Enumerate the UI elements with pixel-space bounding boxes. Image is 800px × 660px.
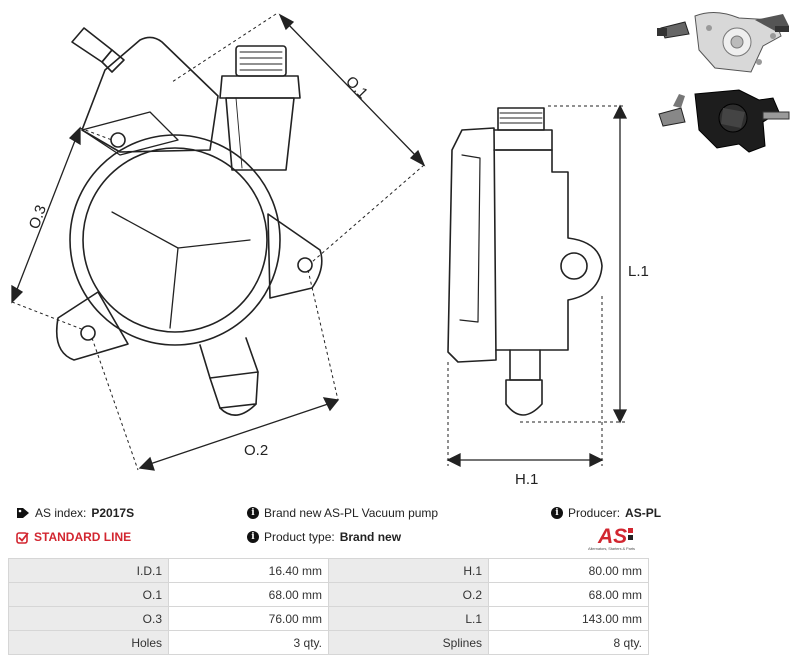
brand-logo: AS Alternators, Starters & Parts xyxy=(588,524,650,554)
product-line-info: STANDARD LINE xyxy=(16,530,131,544)
spec-label: L.1 xyxy=(328,606,489,631)
product-type-value: Brand new xyxy=(339,530,402,544)
product-photo-back xyxy=(658,89,790,153)
spec-value: 143.00 mm xyxy=(488,606,649,631)
dim-label-h1: H.1 xyxy=(515,471,538,488)
info-icon: i xyxy=(247,507,259,519)
spec-label: O.3 xyxy=(8,606,169,631)
index-info: AS index: P2017S xyxy=(16,506,134,520)
producer-value: AS-PL xyxy=(625,506,662,520)
spec-label: O.2 xyxy=(328,582,489,607)
dim-label-l1: L.1 xyxy=(628,263,649,280)
spec-value: 16.40 mm xyxy=(168,558,329,583)
info-icon: i xyxy=(247,531,259,543)
spec-label: I.D.1 xyxy=(8,558,169,583)
front-right-ear xyxy=(267,213,323,299)
dim-label-o1: O.1 xyxy=(342,73,371,102)
table-row: O.1 68.00 mm O.2 68.00 mm xyxy=(8,582,649,607)
front-body-outer xyxy=(69,134,281,346)
product-type-label: Product type: xyxy=(264,530,335,544)
front-body-inner xyxy=(82,147,268,333)
spec-label: O.1 xyxy=(8,582,169,607)
front-hole-left xyxy=(80,325,96,341)
check-icon xyxy=(16,531,29,544)
info-icon: i xyxy=(551,507,563,519)
front-outlet-fitting xyxy=(219,45,301,171)
index-label: AS index: xyxy=(35,506,87,520)
front-upper-arm xyxy=(81,36,219,153)
brand-logo-tagline: Alternators, Starters & Parts xyxy=(588,546,635,551)
side-view xyxy=(447,107,603,416)
product-type-info: i Product type: Brand new xyxy=(247,530,401,544)
front-lower-nozzle xyxy=(199,337,259,416)
spec-value: 80.00 mm xyxy=(488,558,649,583)
table-row: Holes 3 qty. Splines 8 qty. xyxy=(8,630,649,655)
spec-value: 3 qty. xyxy=(168,630,329,655)
technical-drawing: O.1 O.3 O.2 L.1 H.1 xyxy=(11,13,649,488)
producer-info: i Producer: AS-PL xyxy=(551,506,661,520)
dim-label-o3: O.3 xyxy=(26,203,50,232)
svg-text:AS: AS xyxy=(597,525,627,546)
spec-value: 68.00 mm xyxy=(488,582,649,607)
description-value: Brand new AS-PL Vacuum pump xyxy=(264,506,439,520)
front-view xyxy=(55,27,323,416)
spec-label: Splines xyxy=(328,630,489,655)
table-row: I.D.1 16.40 mm H.1 80.00 mm xyxy=(8,558,649,583)
side-body xyxy=(495,149,603,351)
front-hole-top xyxy=(110,132,126,148)
front-hole-right xyxy=(297,257,313,273)
product-photo-front xyxy=(657,12,789,73)
front-lower-left-ear xyxy=(55,291,129,361)
tag-icon xyxy=(17,508,29,518)
side-flange xyxy=(447,127,497,363)
spec-value: 8 qty. xyxy=(488,630,649,655)
spec-label: Holes xyxy=(8,630,169,655)
index-value: P2017S xyxy=(91,506,135,520)
dim-label-o2: O.2 xyxy=(244,442,268,459)
side-hole xyxy=(560,252,588,280)
spec-value: 76.00 mm xyxy=(168,606,329,631)
description-info: i Brand new AS-PL Vacuum pump xyxy=(247,506,438,520)
producer-label: Producer: xyxy=(568,506,621,520)
table-row: O.3 76.00 mm L.1 143.00 mm xyxy=(8,606,649,631)
brand-logo-mark: AS xyxy=(597,525,633,548)
spec-value: 68.00 mm xyxy=(168,582,329,607)
spec-label: H.1 xyxy=(328,558,489,583)
spec-table: I.D.1 16.40 mm H.1 80.00 mm O.1 68.00 mm… xyxy=(8,558,649,655)
product-line-value: STANDARD LINE xyxy=(34,530,132,544)
